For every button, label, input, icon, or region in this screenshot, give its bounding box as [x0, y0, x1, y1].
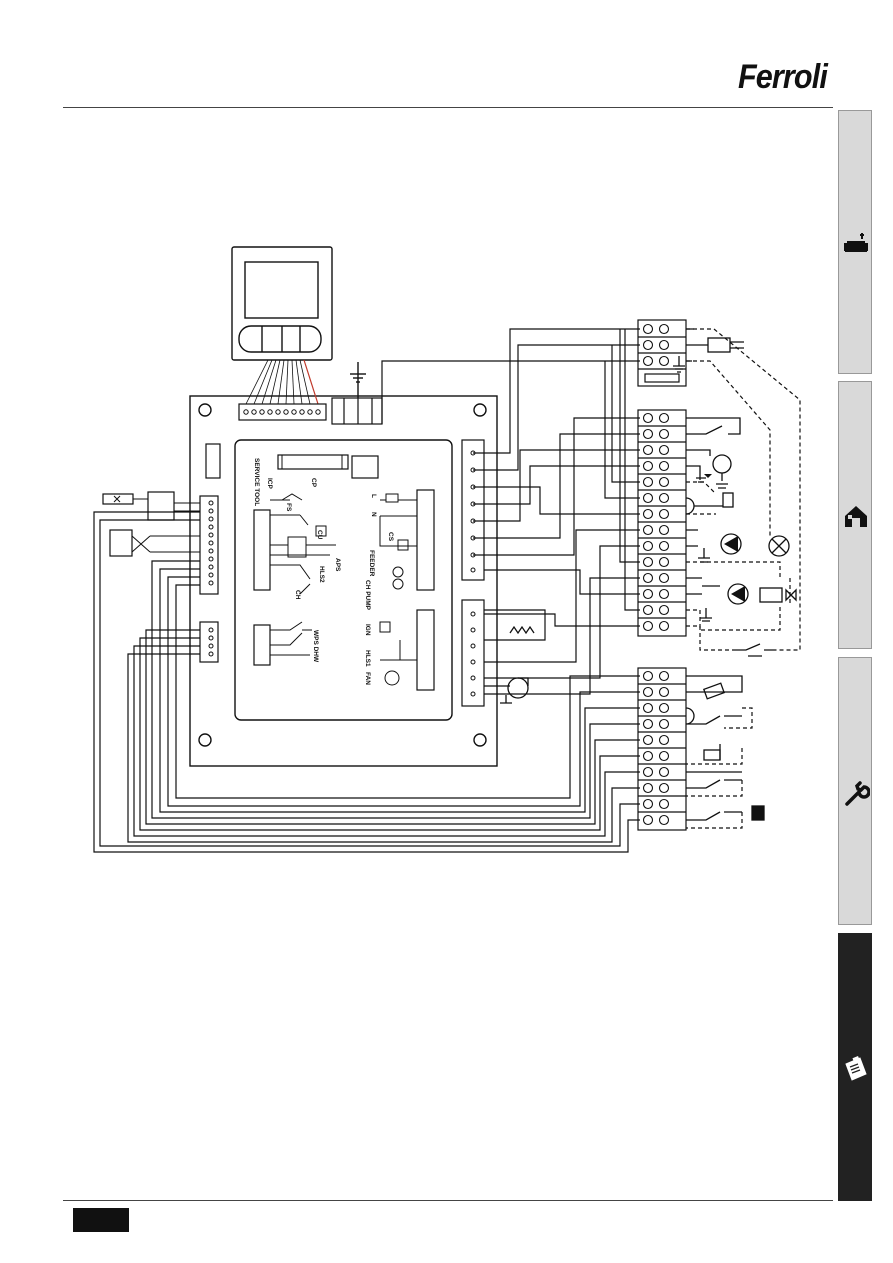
label-fs: FS	[285, 503, 292, 512]
header-rule	[63, 107, 833, 108]
control-panel-display	[231, 246, 333, 361]
tab-installer[interactable]	[838, 381, 872, 649]
tab-service[interactable]	[838, 657, 872, 925]
label-fan: FAN	[364, 672, 371, 685]
label-cs: CS	[387, 532, 394, 542]
wrench-icon	[845, 781, 870, 806]
label-ch-pump: CH PUMP	[364, 580, 371, 611]
user-sofa-icon	[844, 233, 868, 252]
page-number-box	[73, 1208, 129, 1232]
label-feeder: FEEDER	[368, 550, 375, 577]
label-aps: APS	[334, 558, 341, 572]
label-cu: CU	[316, 530, 323, 540]
label-l: L	[370, 494, 377, 498]
label-n: N	[370, 512, 377, 517]
label-icp: ICP	[266, 478, 273, 490]
main-pcb	[189, 395, 498, 767]
label-ch: CH	[294, 590, 301, 600]
label-wps-dhw: WPS DHW	[312, 630, 319, 663]
label-hls1: HLS1	[364, 650, 371, 667]
footer-rule	[63, 1200, 833, 1201]
house-install-icon	[845, 506, 867, 527]
tab-user[interactable]	[838, 110, 872, 374]
brand-logo: Ferroli	[738, 58, 828, 96]
label-hls2: HLS2	[318, 566, 325, 583]
label-service-tool: SERVICE TOOL	[253, 458, 260, 506]
tab-technical-data[interactable]	[838, 933, 872, 1201]
clipboard-icon	[845, 1056, 867, 1081]
label-ign: IGN	[364, 624, 371, 636]
label-cp: CP	[310, 478, 317, 488]
